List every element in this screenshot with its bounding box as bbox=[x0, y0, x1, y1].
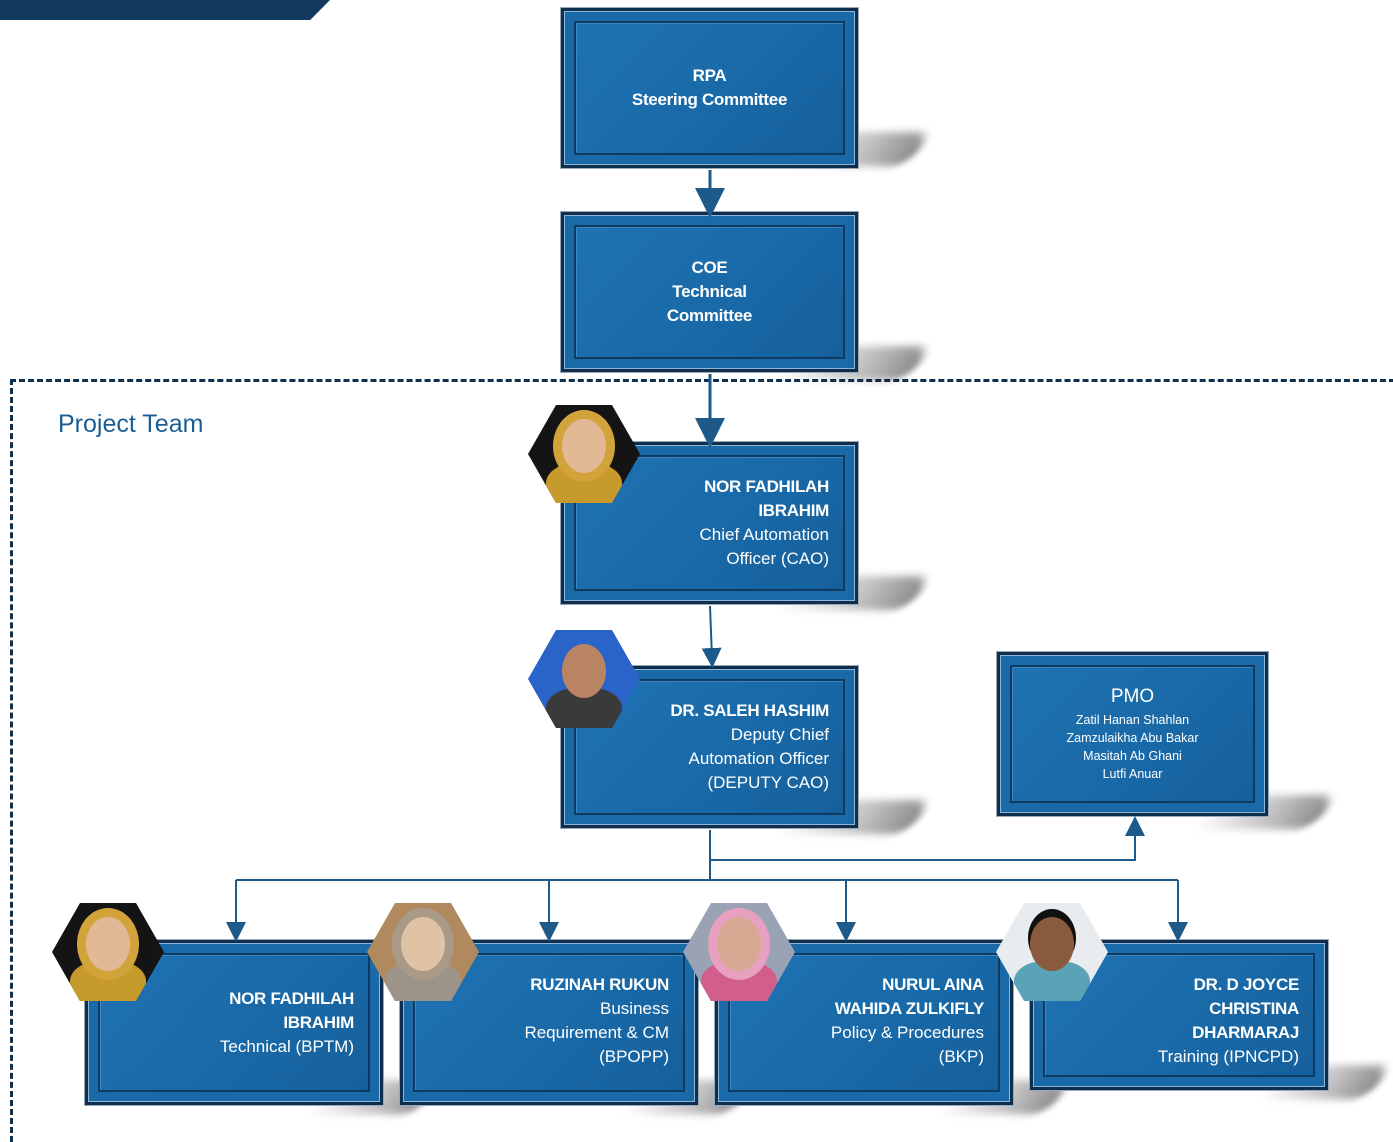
business-role-line3: (BPOPP) bbox=[599, 1047, 669, 1066]
deputy-role-line3: (DEPUTY CAO) bbox=[707, 773, 829, 792]
deputy-role-line1: Deputy Chief bbox=[730, 725, 829, 744]
business-lead-box: RUZINAH RUKUN Business Requirement & CM … bbox=[400, 940, 698, 1105]
pmo-member: Masitah Ab Ghani bbox=[1083, 749, 1182, 763]
pmo-title: PMO bbox=[1110, 686, 1155, 707]
coe-technical-committee-box: COE Technical Committee bbox=[561, 212, 858, 372]
training-name-line3: DHARMARAJ bbox=[1192, 1023, 1299, 1042]
pmo-member: Zatil Hanan Shahlan bbox=[1075, 713, 1190, 727]
steering-committee-box: RPA Steering Committee bbox=[561, 8, 858, 168]
cao-photo bbox=[528, 405, 640, 503]
corner-header-tab bbox=[0, 0, 330, 20]
steering-line2: Steering Committee bbox=[631, 90, 788, 109]
pmo-member: Zamzulaikha Abu Bakar bbox=[1066, 731, 1199, 745]
technical-name-line2: IBRAHIM bbox=[283, 1012, 354, 1032]
coe-line2: Technical bbox=[672, 282, 747, 301]
arrow-cao-to-deputy bbox=[701, 605, 722, 668]
business-role-line1: Business bbox=[600, 999, 669, 1018]
connector-lines bbox=[226, 170, 1188, 942]
technical-name-line1: NOR FADHILAH bbox=[229, 988, 354, 1008]
arrow-deputy-to-pmo bbox=[710, 816, 1145, 861]
deputy-role-line2: Automation Officer bbox=[688, 749, 829, 768]
project-team-boundary bbox=[10, 379, 1393, 1142]
coe-line1: COE bbox=[691, 258, 728, 277]
policy-name-line2: WAHIDA ZULKIFLY bbox=[834, 999, 984, 1018]
cao-name-line1: NOR FADHILAH bbox=[704, 477, 829, 496]
pmo-box: PMO Zatil Hanan Shahlan Zamzulaikha Abu … bbox=[997, 652, 1268, 816]
coe-line3: Committee bbox=[666, 306, 753, 325]
business-name: RUZINAH RUKUN bbox=[530, 975, 669, 994]
policy-name-line1: NURUL AINA bbox=[882, 975, 984, 994]
deputy-cao-photo bbox=[528, 630, 640, 728]
technical-role: Technical (BPTM) bbox=[219, 1036, 354, 1056]
cao-box: NOR FADHILAH IBRAHIM Chief Automation Of… bbox=[561, 442, 858, 604]
steering-line1: RPA bbox=[692, 66, 727, 85]
cao-name-line2: IBRAHIM bbox=[758, 501, 829, 520]
deputy-name: DR. SALEH HASHIM bbox=[670, 701, 829, 720]
policy-role-line2: (BKP) bbox=[938, 1047, 984, 1066]
policy-lead-photo bbox=[683, 903, 795, 1001]
cao-role-line2: Officer (CAO) bbox=[726, 549, 829, 568]
project-team-label: Project Team bbox=[58, 410, 204, 438]
training-name-line2: CHRISTINA bbox=[1209, 999, 1299, 1018]
business-role-line2: Requirement & CM bbox=[524, 1023, 669, 1042]
policy-role-line1: Policy & Procedures bbox=[830, 1023, 984, 1042]
cao-role-line1: Chief Automation bbox=[699, 525, 829, 544]
pmo-member: Lutfi Anuar bbox=[1102, 767, 1163, 781]
training-name-line1: DR. D JOYCE bbox=[1193, 975, 1300, 994]
training-role: Training (IPNCPD) bbox=[1157, 1047, 1299, 1066]
